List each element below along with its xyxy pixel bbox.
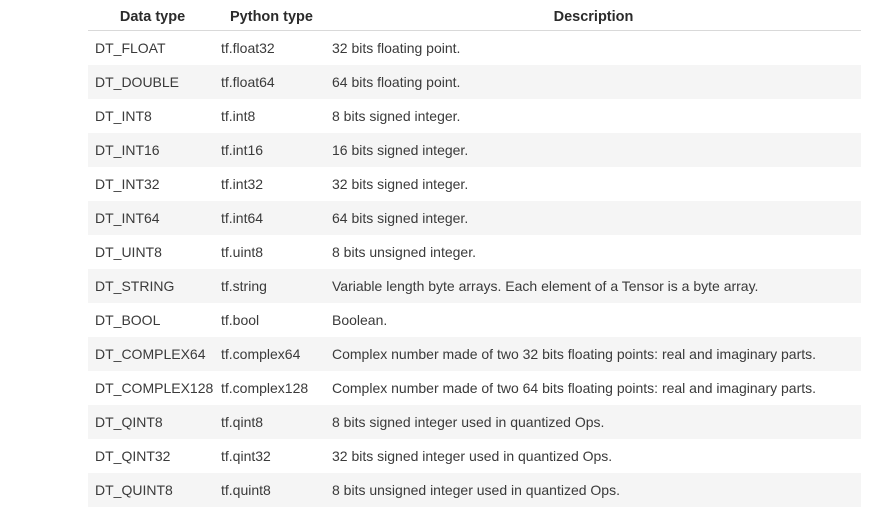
cell-description: 32 bits floating point.	[326, 31, 861, 66]
cell-description: 32 bits signed integer used in quantized…	[326, 439, 861, 473]
cell-python-type: tf.int64	[217, 201, 326, 235]
cell-python-type: tf.qint8	[217, 405, 326, 439]
header-data-type: Data type	[88, 0, 217, 31]
cell-python-type: tf.int8	[217, 99, 326, 133]
cell-python-type: tf.complex64	[217, 337, 326, 371]
data-types-table: Data type Python type Description DT_FLO…	[88, 0, 861, 507]
cell-description: 8 bits signed integer.	[326, 99, 861, 133]
cell-python-type: tf.complex128	[217, 371, 326, 405]
cell-python-type: tf.float64	[217, 65, 326, 99]
cell-description: Variable length byte arrays. Each elemen…	[326, 269, 861, 303]
cell-python-type: tf.qint32	[217, 439, 326, 473]
cell-description: 8 bits signed integer used in quantized …	[326, 405, 861, 439]
cell-data-type: DT_QUINT8	[88, 473, 217, 507]
cell-python-type: tf.float32	[217, 31, 326, 66]
cell-data-type: DT_COMPLEX64	[88, 337, 217, 371]
cell-data-type: DT_INT64	[88, 201, 217, 235]
cell-description: 8 bits unsigned integer.	[326, 235, 861, 269]
cell-python-type: tf.bool	[217, 303, 326, 337]
cell-python-type: tf.quint8	[217, 473, 326, 507]
cell-data-type: DT_FLOAT	[88, 31, 217, 66]
cell-description: 16 bits signed integer.	[326, 133, 861, 167]
cell-data-type: DT_INT16	[88, 133, 217, 167]
cell-description: Boolean.	[326, 303, 861, 337]
cell-description: 64 bits signed integer.	[326, 201, 861, 235]
cell-description: 32 bits signed integer.	[326, 167, 861, 201]
cell-data-type: DT_INT8	[88, 99, 217, 133]
cell-data-type: DT_BOOL	[88, 303, 217, 337]
cell-description: Complex number made of two 64 bits float…	[326, 371, 861, 405]
header-description: Description	[326, 0, 861, 31]
cell-python-type: tf.uint8	[217, 235, 326, 269]
cell-python-type: tf.int16	[217, 133, 326, 167]
table-header: Data type Python type Description	[88, 0, 861, 31]
data-types-table-container: Data type Python type Description DT_FLO…	[88, 0, 861, 507]
cell-data-type: DT_DOUBLE	[88, 65, 217, 99]
cell-data-type: DT_INT32	[88, 167, 217, 201]
cell-data-type: DT_UINT8	[88, 235, 217, 269]
cell-python-type: tf.string	[217, 269, 326, 303]
header-row: Data type Python type Description	[88, 0, 861, 31]
cell-data-type: DT_QINT8	[88, 405, 217, 439]
cell-description: 8 bits unsigned integer used in quantize…	[326, 473, 861, 507]
cell-description: 64 bits floating point.	[326, 65, 861, 99]
cell-data-type: DT_COMPLEX128	[88, 371, 217, 405]
cell-description: Complex number made of two 32 bits float…	[326, 337, 861, 371]
cell-python-type: tf.int32	[217, 167, 326, 201]
cell-data-type: DT_QINT32	[88, 439, 217, 473]
header-python-type: Python type	[217, 0, 326, 31]
cell-data-type: DT_STRING	[88, 269, 217, 303]
